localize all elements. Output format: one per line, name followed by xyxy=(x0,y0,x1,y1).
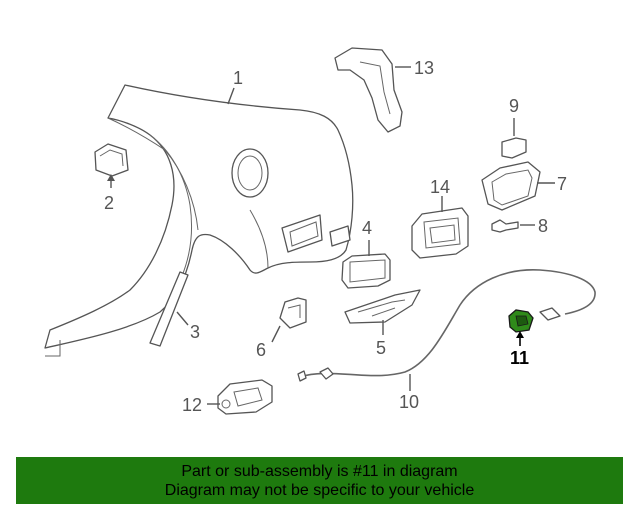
arrow-2 xyxy=(107,174,115,181)
callout-7: 7 xyxy=(557,174,567,194)
info-banner: Part or sub-assembly is #11 in diagram D… xyxy=(16,457,623,504)
callout-11[interactable]: 11 xyxy=(510,348,529,368)
part-6-clip xyxy=(279,297,307,329)
part-14-housing xyxy=(411,207,469,259)
callout-5: 5 xyxy=(376,338,386,358)
part-2-trim-cover xyxy=(94,143,129,177)
part-3-molding xyxy=(149,271,189,347)
callout-1: 1 xyxy=(233,68,243,88)
part-9-bumper xyxy=(501,137,527,159)
callout-2: 2 xyxy=(104,193,114,213)
callout-12: 12 xyxy=(182,395,202,415)
callout-13: 13 xyxy=(414,58,434,78)
part-7-fuel-door xyxy=(481,161,541,211)
callout-6: 6 xyxy=(256,340,266,360)
banner-line-1: Part or sub-assembly is #11 in diagram xyxy=(181,462,458,480)
callout-9: 9 xyxy=(509,96,519,116)
leader-3 xyxy=(176,311,189,326)
part-1-quarter-panel xyxy=(44,84,354,357)
callout-14: 14 xyxy=(430,177,450,197)
callout-8: 8 xyxy=(538,216,548,236)
part-12-lock-actuator xyxy=(217,379,273,415)
part-5-support xyxy=(344,289,421,324)
part-13-bracket xyxy=(334,47,403,133)
arrow-11 xyxy=(516,331,524,338)
part-10-release-cable xyxy=(297,269,596,382)
part-8-bolt xyxy=(491,219,519,233)
callout-10: 10 xyxy=(399,392,419,412)
parts-diagram: 1 2 3 4 5 6 7 8 xyxy=(44,47,596,415)
callout-4: 4 xyxy=(362,218,372,238)
part-11-highlighted[interactable] xyxy=(508,309,534,333)
part-4-bracket xyxy=(341,253,391,289)
leader-6 xyxy=(271,325,281,343)
leader-1 xyxy=(227,87,235,105)
banner-line-2: Diagram may not be specific to your vehi… xyxy=(164,481,475,499)
callout-3: 3 xyxy=(190,322,200,342)
